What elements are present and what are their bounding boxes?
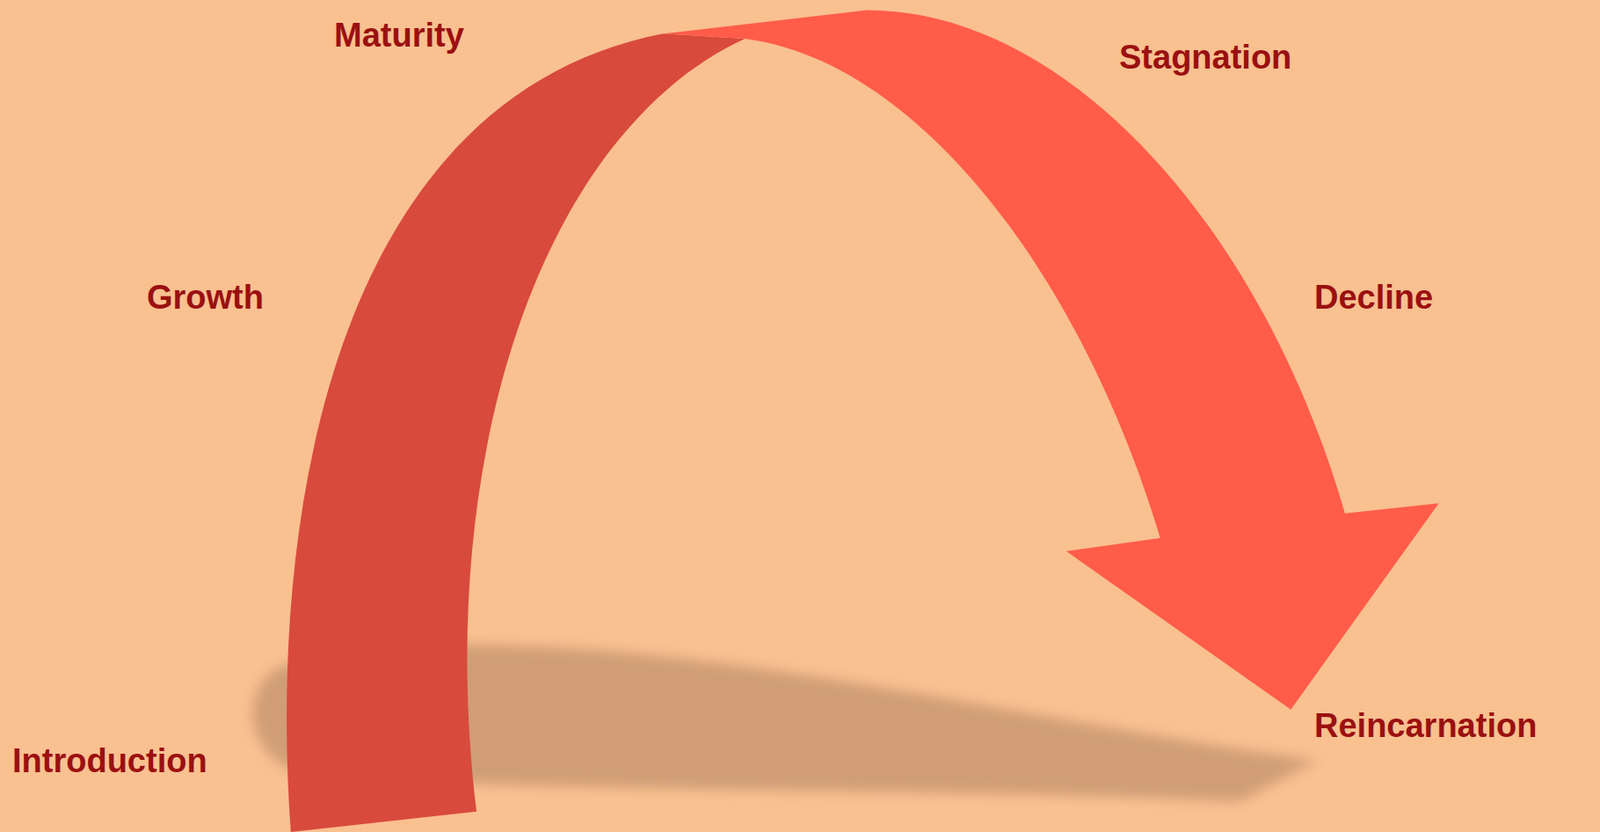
arrow-falling-band: [662, 10, 1439, 710]
arrow-rising-band: [286, 33, 745, 832]
stage-label: Maturity: [334, 16, 465, 56]
stage-label: Growth: [146, 278, 264, 318]
stage-label: Stagnation: [1119, 38, 1292, 78]
stage-label: Introduction: [12, 741, 208, 781]
stage-label: Decline: [1314, 278, 1433, 318]
stage-label: Reincarnation: [1314, 706, 1537, 746]
